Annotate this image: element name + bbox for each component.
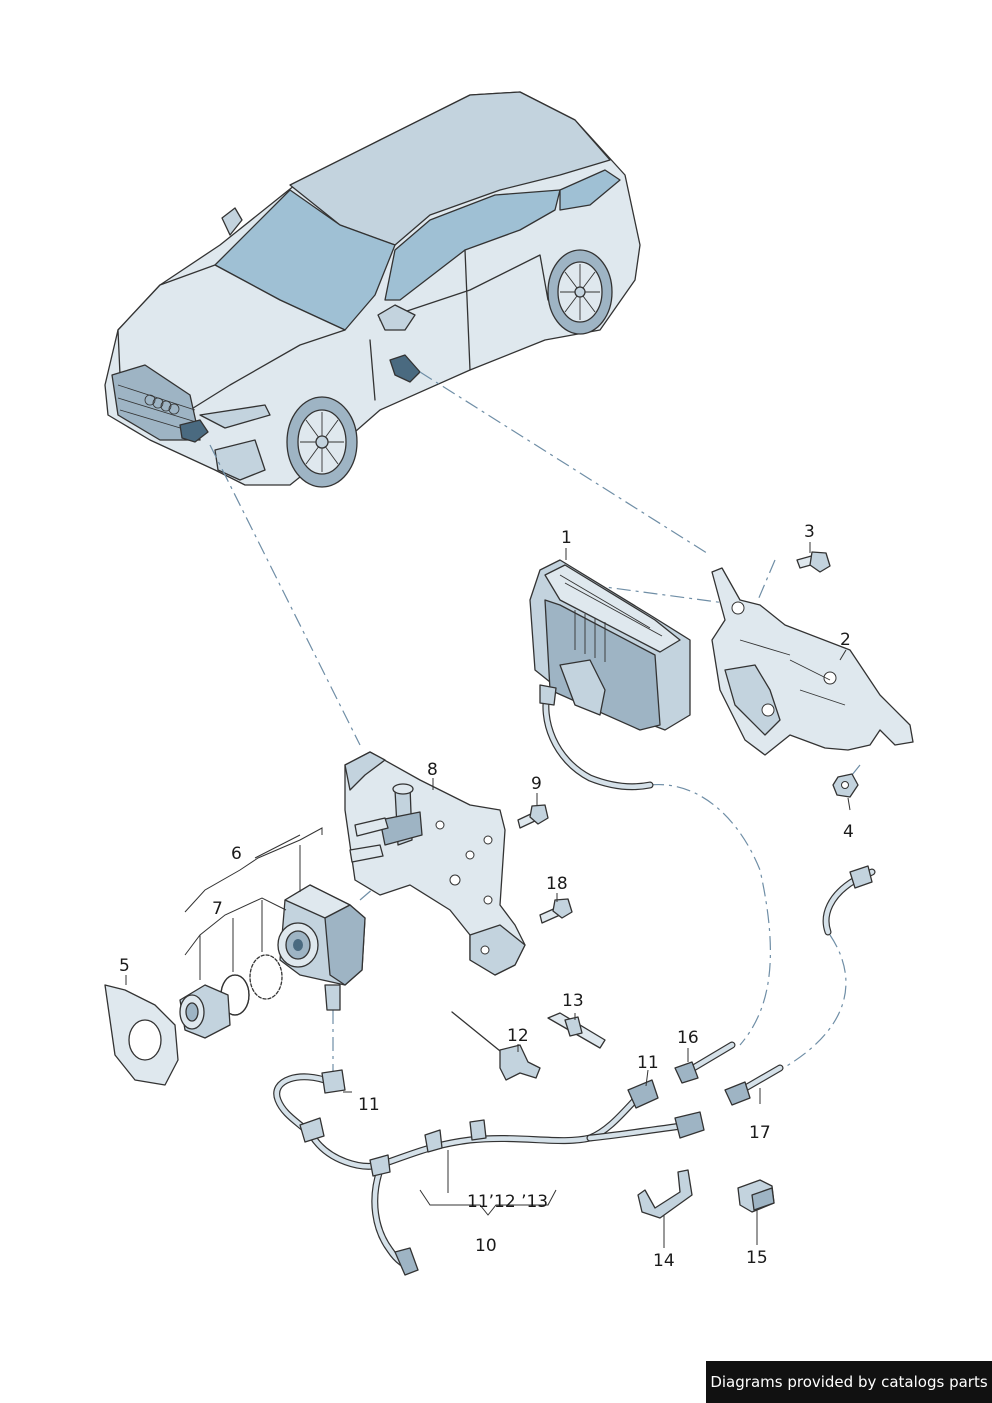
callout-7: 7 <box>212 899 223 919</box>
camera-bracket-part-8 <box>344 751 526 976</box>
callout-15: 15 <box>746 1248 768 1268</box>
callout-1: 1 <box>561 528 572 548</box>
callout-6: 6 <box>231 844 242 864</box>
callout-11-right: 11 <box>637 1053 659 1073</box>
callout-8: 8 <box>427 760 438 780</box>
footer-credit: Diagrams provided by catalogs parts <box>706 1361 992 1403</box>
callout-12: 12 <box>507 1026 529 1046</box>
leader-line-cable-upper <box>649 784 772 1046</box>
bracket-part-2 <box>711 567 914 756</box>
callout-4: 4 <box>843 822 854 842</box>
leader-line-bracket <box>589 584 741 606</box>
callout-5: 5 <box>119 956 130 976</box>
cover-part-5 <box>104 984 231 1086</box>
callout-13: 13 <box>562 991 584 1011</box>
clip-part-15 <box>737 1179 775 1213</box>
leader-line-cable-lower <box>779 934 847 1071</box>
leader-line-control-unit <box>419 371 711 556</box>
callout-16: 16 <box>677 1028 699 1048</box>
callout-14: 14 <box>653 1251 675 1271</box>
leader-line-bolt-3 <box>757 559 776 601</box>
callout-11-left: 11 <box>358 1095 380 1115</box>
callout-3: 3 <box>804 522 815 542</box>
callout-2: 2 <box>840 630 851 650</box>
seal-rings-part-7 <box>220 954 283 1016</box>
control-unit-part-1 <box>529 559 691 791</box>
nut-part-4 <box>832 773 859 798</box>
bolt-part-18 <box>539 898 573 924</box>
callout-9: 9 <box>531 774 542 794</box>
wiring-harness-part-10 <box>273 1069 705 1276</box>
cable-part-17 <box>724 865 876 1106</box>
bolt-part-9 <box>517 804 549 829</box>
callout-leaders <box>125 542 851 1248</box>
callout-11-12-13: 11’12 ’13 <box>467 1192 549 1212</box>
clip-part-13 <box>547 1012 606 1049</box>
holder-part-14 <box>637 1169 693 1219</box>
cable-part-16 <box>674 1041 736 1084</box>
bolt-part-3 <box>796 551 831 573</box>
leader-line-nut-4 <box>847 764 861 781</box>
leader-line-camera <box>209 444 361 746</box>
vehicle-illustration <box>104 91 641 488</box>
camera-part-6 <box>277 884 366 1011</box>
cable-tie-part-12 <box>451 1011 541 1081</box>
callout-10: 10 <box>475 1236 497 1256</box>
callout-18: 18 <box>546 874 568 894</box>
callout-17: 17 <box>749 1123 771 1143</box>
